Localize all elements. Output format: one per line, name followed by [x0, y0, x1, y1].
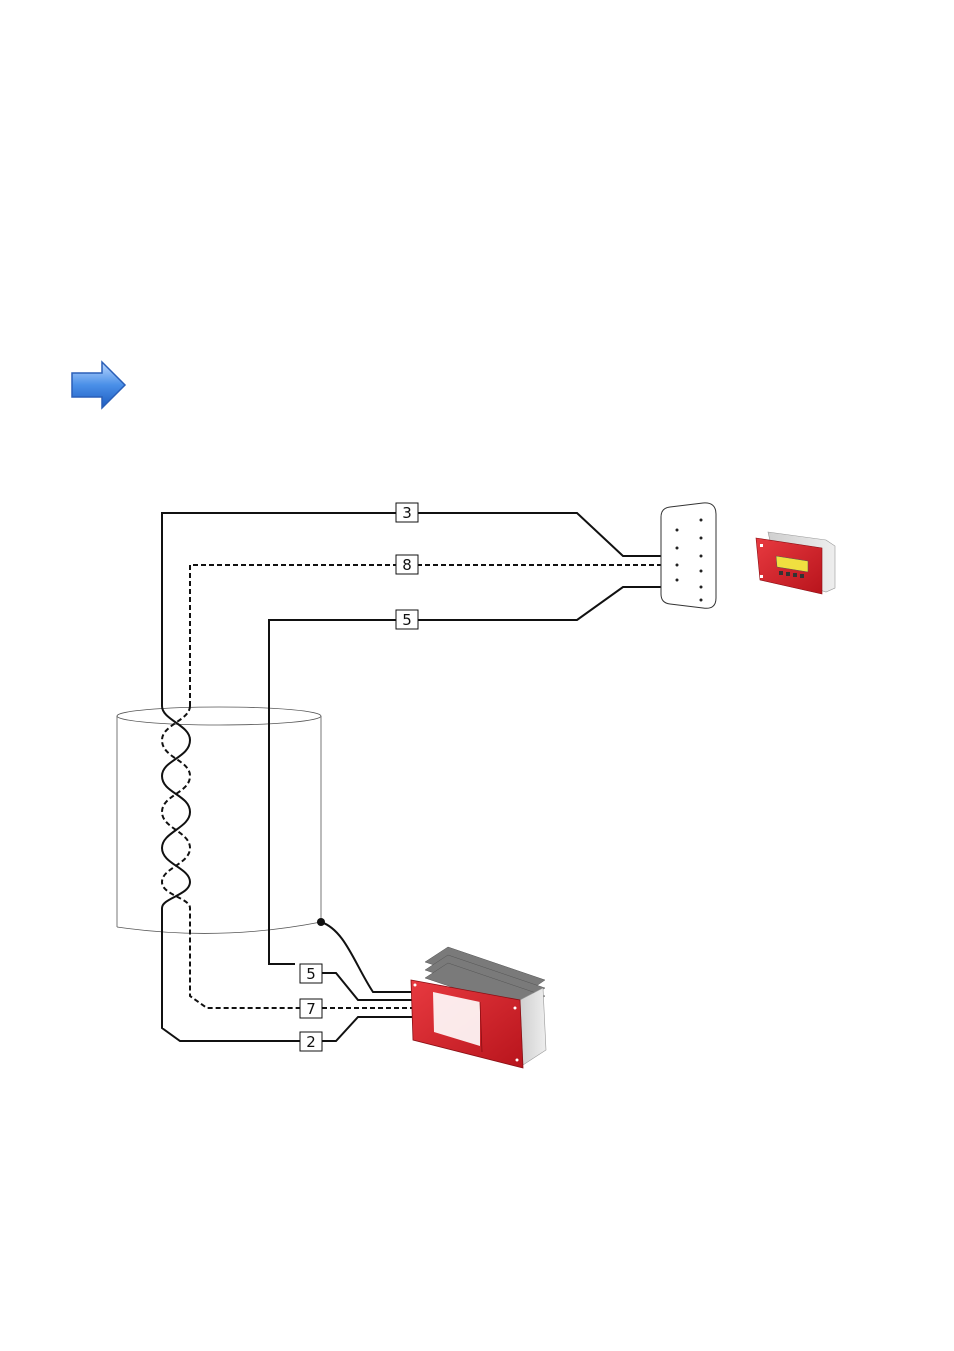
inverter-icon: [410, 946, 547, 1069]
label-box-2: 2: [299, 1031, 323, 1052]
wire-pin-3: [161, 512, 700, 706]
cable-shield: [116, 706, 322, 934]
label-3: 3: [402, 504, 412, 522]
label-5-top: 5: [402, 611, 412, 629]
label-box-7: 7: [299, 998, 323, 1019]
label-2: 2: [306, 1033, 316, 1051]
control-panel-icon: [755, 531, 836, 595]
label-7: 7: [306, 1000, 316, 1018]
dsub-connector: [660, 502, 717, 609]
label-box-8: 8: [395, 554, 419, 575]
label-box-5-bottom: 5: [299, 963, 323, 984]
label-5-bottom: 5: [306, 965, 316, 983]
wire-pin-5-top: [268, 586, 700, 965]
wire-pin-8: [189, 564, 700, 706]
blue-arrow-icon: [71, 360, 127, 410]
label-8: 8: [402, 556, 412, 574]
label-box-3: 3: [395, 502, 419, 523]
label-box-5-top: 5: [395, 609, 419, 630]
twisted-pair: [160, 705, 300, 1042]
inverter-connections: [322, 972, 412, 1042]
shield-drain-wire: [317, 918, 412, 993]
